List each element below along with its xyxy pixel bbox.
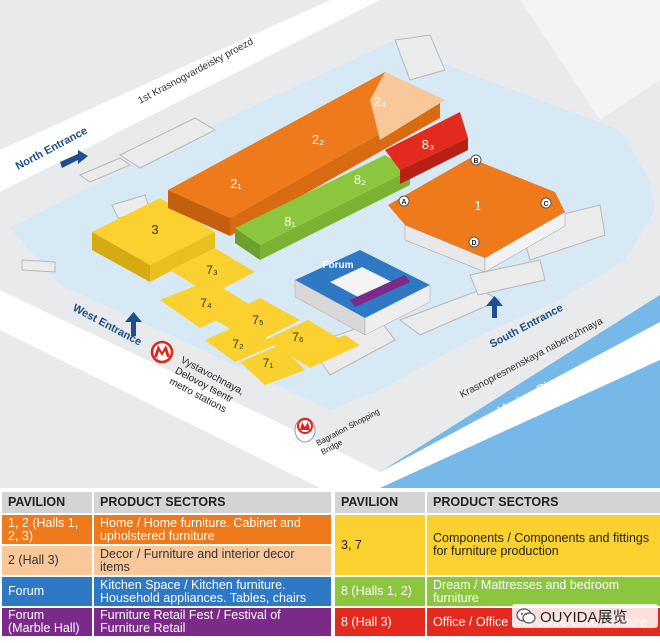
legend-header-pavilion: PAVILION [0, 490, 94, 515]
legend-header-sectors: PRODUCT SECTORS [425, 490, 660, 515]
legend-pavilion-cell: 3, 7 [333, 513, 427, 577]
hall-3-side [92, 232, 150, 282]
hall-1-corner-c: C [540, 197, 552, 209]
svg-text:D: D [471, 240, 476, 247]
hall-8-3-front [400, 138, 468, 184]
hall-label-7-3: 7₃ [206, 263, 218, 277]
road-north [0, 0, 380, 192]
hall-7-1[interactable] [240, 345, 305, 385]
legend-row: 8 (Halls 1, 2) Dream / Mattresses and be… [333, 575, 660, 608]
hall-1-corner-b: B [470, 154, 482, 166]
forum-front [364, 284, 431, 336]
forum-marble-hall[interactable] [350, 275, 410, 307]
legend-pavilion-cell: 8 (Halls 1, 2) [333, 575, 427, 608]
svg-text:C: C [543, 201, 548, 208]
hall-label-7-5: 7₅ [252, 313, 264, 327]
watermark: OUYIDA展览 [512, 604, 658, 628]
legend-header-row: PAVILION PRODUCT SECTORS [333, 490, 660, 515]
hall-label-8-3: 8₃ [422, 137, 435, 152]
legend-sectors-cell: Components / Components and fittings for… [425, 513, 660, 577]
legend-header-pavilion: PAVILION [333, 490, 427, 515]
watermark-text: OUYIDA展览 [540, 608, 628, 626]
hall-label-3: 3 [151, 222, 158, 237]
legend-pavilion-cell: Forum (Marble Hall) [0, 606, 94, 638]
hall-label-7-6: 7₆ [292, 330, 304, 344]
hall-7-4[interactable] [160, 280, 250, 328]
hall-label-2-1: 2₁ [230, 176, 242, 191]
legend-row: Forum (Marble Hall) Furniture Retail Fes… [0, 606, 333, 638]
legend-pavilion-cell: 1, 2 (Halls 1, 2, 3) [0, 513, 94, 546]
svg-text:B: B [473, 158, 478, 165]
legend-table-right: PAVILION PRODUCT SECTORS 3, 7 Components… [333, 490, 660, 638]
legend-pavilion-cell: 8 (Hall 3) [333, 606, 427, 638]
legend-row: 1, 2 (Halls 1, 2, 3) Home / Home furnitu… [0, 513, 333, 546]
hall-label-8-1: 8₁ [284, 214, 296, 229]
hall-1-corner-a: A [398, 195, 410, 207]
west-entrance-arrow-icon [125, 312, 142, 336]
pavilion-1-facade [484, 211, 566, 273]
legend-header-sectors: PRODUCT SECTORS [92, 490, 333, 515]
north-entrance-arrow-icon [60, 150, 88, 168]
pavilion-8-green[interactable] [235, 155, 410, 245]
pavilion-8-front [260, 170, 410, 260]
legend-sectors-cell: Home / Home furniture. Cabinet and uphol… [92, 513, 333, 546]
legend-row: 3, 7 Components / Components and fitting… [333, 513, 660, 577]
legend-sectors-cell: Furniture Retail Fest / Festival of Furn… [92, 606, 333, 638]
pavilion-2[interactable] [168, 72, 440, 218]
hall-7-3[interactable] [170, 248, 255, 295]
hall-label-1: 1 [474, 198, 481, 213]
hall-label-forum: Forum [322, 260, 353, 271]
hall-label-8-2: 8₂ [354, 172, 366, 187]
hall-2-4[interactable] [370, 72, 445, 140]
service-building [21, 259, 56, 273]
legend-pavilion-cell: Forum [0, 575, 94, 608]
legend-row: 2 (Hall 3) Decor / Furniture and interio… [0, 544, 333, 577]
forum-atrium [330, 267, 392, 298]
wechat-icon [516, 608, 536, 624]
hall-label-7-2: 7₂ [232, 337, 244, 351]
service-building [394, 34, 446, 81]
pavilion-1[interactable] [388, 158, 565, 258]
metro-icon [150, 340, 174, 364]
hall-7-annex [295, 335, 360, 368]
road-north-east [520, 0, 660, 120]
hall-label-2-4: 2₄ [374, 94, 387, 109]
service-building [519, 204, 606, 261]
legend-row: Forum Kitchen Space / Kitchen furniture.… [0, 575, 333, 608]
service-building [398, 289, 502, 336]
service-building [78, 157, 132, 183]
pavilion-8-side [235, 228, 260, 260]
hall-8-3[interactable] [385, 112, 468, 170]
hall-label-2-2: 2₂ [312, 132, 324, 147]
legend-sectors-cell: Kitchen Space / Kitchen furniture. House… [92, 575, 333, 608]
legend-sectors-cell: Dream / Mattresses and bedroom furniture [425, 575, 660, 608]
pavilion-2-side [168, 190, 230, 236]
hall-label-7-1: 7₁ [263, 356, 274, 370]
legend-sectors-cell: Decor / Furniture and interior decor ite… [92, 544, 333, 577]
hall-3-front [150, 232, 215, 282]
south-entrance-arrow-icon [486, 296, 503, 318]
expo-map: 3 2₁ 2₂ 2₄ 8₁ 8₂ 8₃ 1 7₃ 7₄ 7₅ 7₆ 7₂ 7₁ … [0, 0, 660, 488]
legend-pavilion-cell: 2 (Hall 3) [0, 544, 94, 577]
service-building [469, 259, 546, 296]
legend-table-left: PAVILION PRODUCT SECTORS 1, 2 (Halls 1, … [0, 490, 333, 638]
legend-header-row: PAVILION PRODUCT SECTORS [0, 490, 333, 515]
hall-7-2[interactable] [205, 322, 275, 362]
hall-label-7-4: 7₄ [200, 296, 212, 310]
bridge-metro-icon [294, 417, 316, 443]
service-building [118, 117, 217, 169]
road-south-west [0, 290, 660, 488]
hall-1-corner-d: D [468, 236, 480, 248]
svg-text:A: A [401, 199, 406, 206]
